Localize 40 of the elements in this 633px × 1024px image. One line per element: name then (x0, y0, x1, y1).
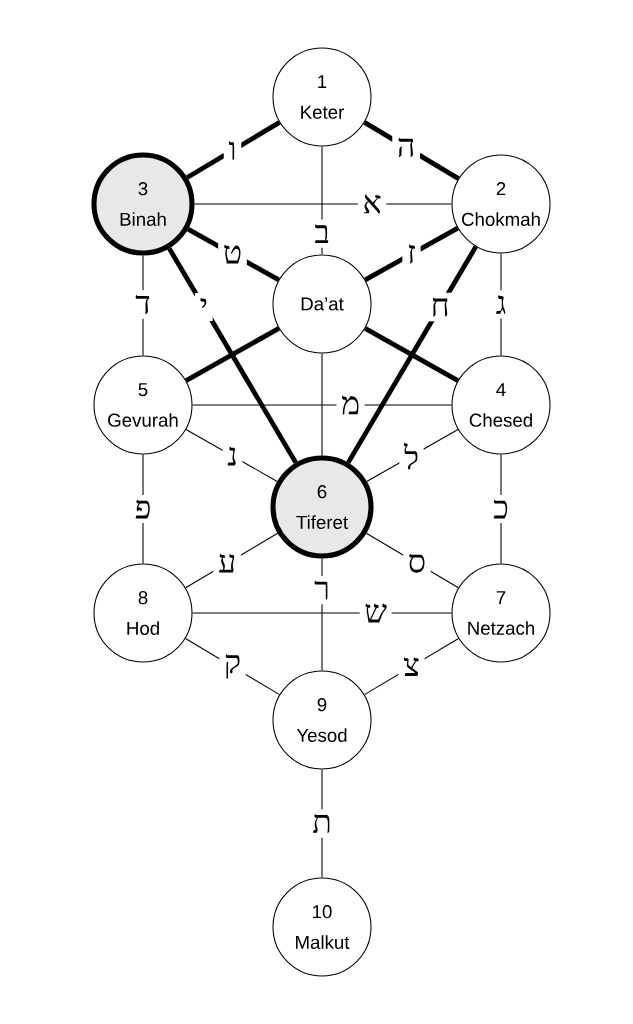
connector-line (321, 353, 323, 456)
edge-label: א (357, 189, 387, 219)
edge-label: ד (130, 290, 156, 319)
edge-label: י (195, 292, 213, 322)
edge-label: ל (399, 438, 424, 475)
edge-label: ק (219, 649, 246, 684)
circle-node: 1 Keter (272, 47, 372, 147)
edge-label: ז (402, 239, 421, 269)
connector-line (167, 247, 298, 464)
circle-node: 4 Chesed (451, 355, 551, 455)
circle-node: Da’at (272, 254, 372, 354)
connector-line (346, 245, 478, 464)
connector-line (192, 404, 452, 406)
circle-node: 8 Hod (93, 563, 193, 663)
connector-line (363, 326, 460, 383)
edge-label: כ (488, 494, 514, 524)
edge-label: ת (307, 809, 337, 838)
edge-label: ו (223, 136, 242, 165)
edge-label: ה (392, 133, 420, 162)
circle-node: 7 Netzach (451, 563, 551, 663)
edge-label: צ (398, 652, 425, 681)
circle-node: 9 Yesod (272, 670, 372, 770)
edge-label: ש (359, 598, 392, 628)
edge-label: ט (218, 239, 247, 269)
edge-label: ע (213, 549, 241, 578)
circle-node: 2 Chokmah (451, 154, 551, 254)
edge-label: מ (336, 390, 365, 420)
connector-line (184, 326, 281, 383)
edge-label: ר (309, 575, 335, 605)
circle-node: 5 Gevurah (93, 355, 193, 455)
edge-label: נ (222, 441, 243, 471)
edge-label: ס (403, 549, 431, 578)
edge-label: פ (129, 494, 157, 524)
circle-node: 3 Binah (91, 152, 195, 256)
circle-node: 10 Malkut (272, 877, 372, 977)
connector-line (194, 203, 452, 205)
edge-label: ח (426, 292, 455, 322)
circle-node: 6 Tiferet (270, 455, 374, 559)
edge-label: ב (309, 219, 335, 248)
edge-label: ג (491, 290, 511, 319)
